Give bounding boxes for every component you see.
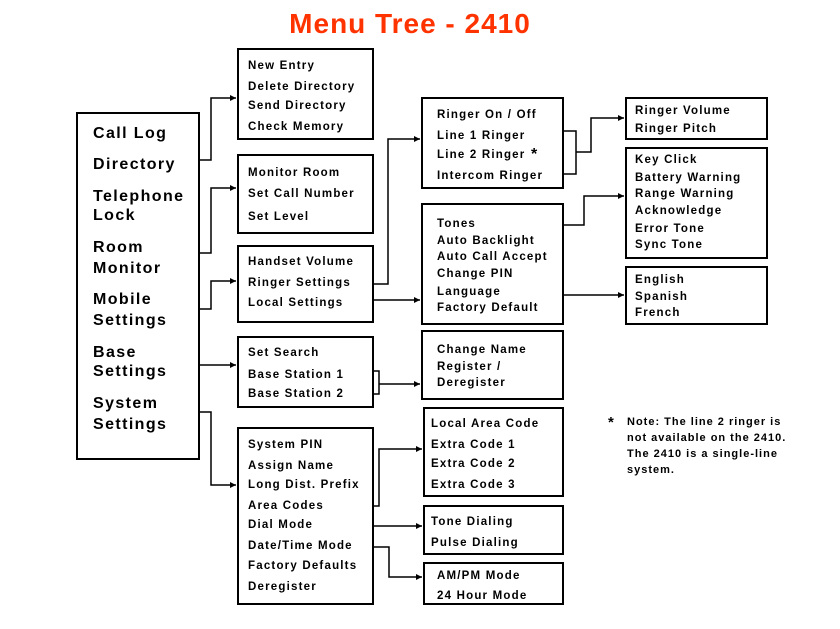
ringer-settings-menu-item[interactable]: Ringer On / Off bbox=[437, 109, 537, 121]
base-station-menu-item[interactable]: Deregister bbox=[437, 377, 506, 389]
area-codes-menu-item[interactable]: Extra Code 3 bbox=[431, 479, 516, 491]
local-settings-menu-item[interactable]: Language bbox=[437, 286, 501, 298]
footnote-line: The 2410 is a single-line bbox=[627, 448, 778, 460]
base-settings-menu-item[interactable]: Base Station 2 bbox=[248, 388, 345, 400]
mobile-settings-menu-item[interactable]: Ringer Settings bbox=[248, 277, 351, 289]
directory-menu-box bbox=[237, 48, 374, 140]
room-monitor-menu-box bbox=[237, 154, 374, 234]
language-menu-item[interactable]: Spanish bbox=[635, 291, 689, 303]
ringer-volume-menu-box bbox=[625, 97, 768, 140]
area-codes-menu-item[interactable]: Local Area Code bbox=[431, 418, 540, 430]
room-monitor-menu-item[interactable]: Monitor Room bbox=[248, 167, 341, 179]
menu-system-settings[interactable]: Settings bbox=[93, 416, 168, 433]
menu-room[interactable]: Room bbox=[93, 239, 144, 256]
local-settings-menu-item[interactable]: Change PIN bbox=[437, 268, 514, 280]
mobile-settings-menu-item[interactable]: Handset Volume bbox=[248, 256, 355, 268]
time-mode-menu-item[interactable]: 24 Hour Mode bbox=[437, 590, 528, 602]
room-monitor-menu-item[interactable]: Set Call Number bbox=[248, 188, 355, 200]
system-settings-menu-item[interactable]: Deregister bbox=[248, 581, 317, 593]
mobile-settings-menu-box bbox=[237, 245, 374, 323]
menu-lock[interactable]: Lock bbox=[93, 207, 136, 224]
ringer-settings-menu-item[interactable]: Intercom Ringer bbox=[437, 170, 544, 182]
footnote-line: Note: The line 2 ringer is bbox=[627, 416, 782, 428]
dial-mode-menu-item[interactable]: Tone Dialing bbox=[431, 516, 514, 528]
system-settings-menu-item[interactable]: Assign Name bbox=[248, 460, 335, 472]
directory-menu-item[interactable]: Delete Directory bbox=[248, 81, 356, 93]
system-settings-menu-item[interactable]: Factory Defaults bbox=[248, 560, 358, 572]
tones-menu-item[interactable]: Sync Tone bbox=[635, 239, 704, 251]
tones-menu-item[interactable]: Acknowledge bbox=[635, 205, 723, 217]
menu-mobile[interactable]: Mobile bbox=[93, 291, 153, 308]
system-settings-menu-item[interactable]: Dial Mode bbox=[248, 519, 314, 531]
main-menu-box bbox=[76, 112, 200, 460]
tones-menu-item[interactable]: Range Warning bbox=[635, 188, 735, 200]
base-station-menu-item[interactable]: Change Name bbox=[437, 344, 527, 356]
local-settings-menu-box bbox=[421, 203, 564, 325]
base-settings-menu-box bbox=[237, 336, 374, 408]
base-settings-menu-item[interactable]: Base Station 1 bbox=[248, 369, 345, 381]
dial-mode-menu-item[interactable]: Pulse Dialing bbox=[431, 537, 519, 549]
directory-menu-item[interactable]: New Entry bbox=[248, 60, 316, 72]
local-settings-menu-item[interactable]: Auto Call Accept bbox=[437, 251, 548, 263]
local-settings-menu-item[interactable]: Factory Default bbox=[437, 302, 539, 314]
ringer-volume-menu-item[interactable]: Ringer Volume bbox=[635, 105, 731, 117]
dial-mode-menu-box bbox=[423, 505, 564, 555]
system-settings-menu-item[interactable]: System PIN bbox=[248, 439, 324, 451]
language-menu-box bbox=[625, 266, 768, 325]
menu-base-settings[interactable]: Settings bbox=[93, 363, 168, 380]
footnote: * Note: The line 2 ringer is not availab… bbox=[608, 414, 787, 478]
tones-menu-item[interactable]: Error Tone bbox=[635, 223, 705, 235]
ringer-settings-menu-box bbox=[421, 97, 564, 189]
footnote-line: not available on the 2410. bbox=[627, 432, 787, 444]
menu-telephone[interactable]: Telephone bbox=[93, 188, 185, 205]
ringer-settings-menu-item[interactable]: Line 1 Ringer bbox=[437, 130, 526, 142]
menu-call-log[interactable]: Call Log bbox=[93, 125, 168, 142]
area-codes-menu-item[interactable]: Extra Code 1 bbox=[431, 439, 516, 451]
footnote-asterisk: * bbox=[608, 414, 615, 431]
language-menu-item[interactable]: English bbox=[635, 274, 685, 286]
language-menu-item[interactable]: French bbox=[635, 307, 681, 319]
system-settings-menu-item[interactable]: Area Codes bbox=[248, 500, 324, 512]
ringer-settings-menu-item[interactable]: Line 2 Ringer bbox=[437, 149, 526, 161]
base-station-menu-item[interactable]: Register / bbox=[437, 361, 502, 373]
time-mode-menu-box bbox=[423, 562, 564, 605]
time-mode-menu-item[interactable]: AM/PM Mode bbox=[437, 570, 521, 582]
asterisk-marker: * bbox=[531, 146, 538, 163]
room-monitor-menu-item[interactable]: Set Level bbox=[248, 211, 310, 223]
footnote-line: system. bbox=[627, 464, 675, 476]
local-settings-menu-item[interactable]: Tones bbox=[437, 218, 477, 230]
tones-menu-item[interactable]: Battery Warning bbox=[635, 172, 742, 184]
local-settings-menu-item[interactable]: Auto Backlight bbox=[437, 235, 535, 247]
tones-menu-box bbox=[625, 147, 768, 259]
menu-system[interactable]: System bbox=[93, 395, 159, 412]
page-title: Menu Tree - 2410 bbox=[289, 8, 531, 39]
area-codes-menu-item[interactable]: Extra Code 2 bbox=[431, 458, 516, 470]
system-settings-menu-box bbox=[237, 427, 374, 605]
menu-monitor[interactable]: Monitor bbox=[93, 260, 162, 277]
area-codes-menu-box bbox=[423, 407, 564, 497]
menu-base[interactable]: Base bbox=[93, 344, 137, 361]
mobile-settings-menu-item[interactable]: Local Settings bbox=[248, 297, 344, 309]
system-settings-menu-item[interactable]: Date/Time Mode bbox=[248, 540, 353, 552]
ringer-volume-menu-item[interactable]: Ringer Pitch bbox=[635, 123, 718, 135]
directory-menu-item[interactable]: Check Memory bbox=[248, 121, 345, 133]
directory-menu-item[interactable]: Send Directory bbox=[248, 100, 347, 112]
menu-mobile-settings[interactable]: Settings bbox=[93, 312, 168, 329]
base-settings-menu-item[interactable]: Set Search bbox=[248, 347, 320, 359]
menu-directory[interactable]: Directory bbox=[93, 156, 176, 173]
system-settings-menu-item[interactable]: Long Dist. Prefix bbox=[248, 479, 360, 491]
tones-menu-item[interactable]: Key Click bbox=[635, 154, 698, 166]
base-station-menu-box bbox=[421, 330, 564, 400]
